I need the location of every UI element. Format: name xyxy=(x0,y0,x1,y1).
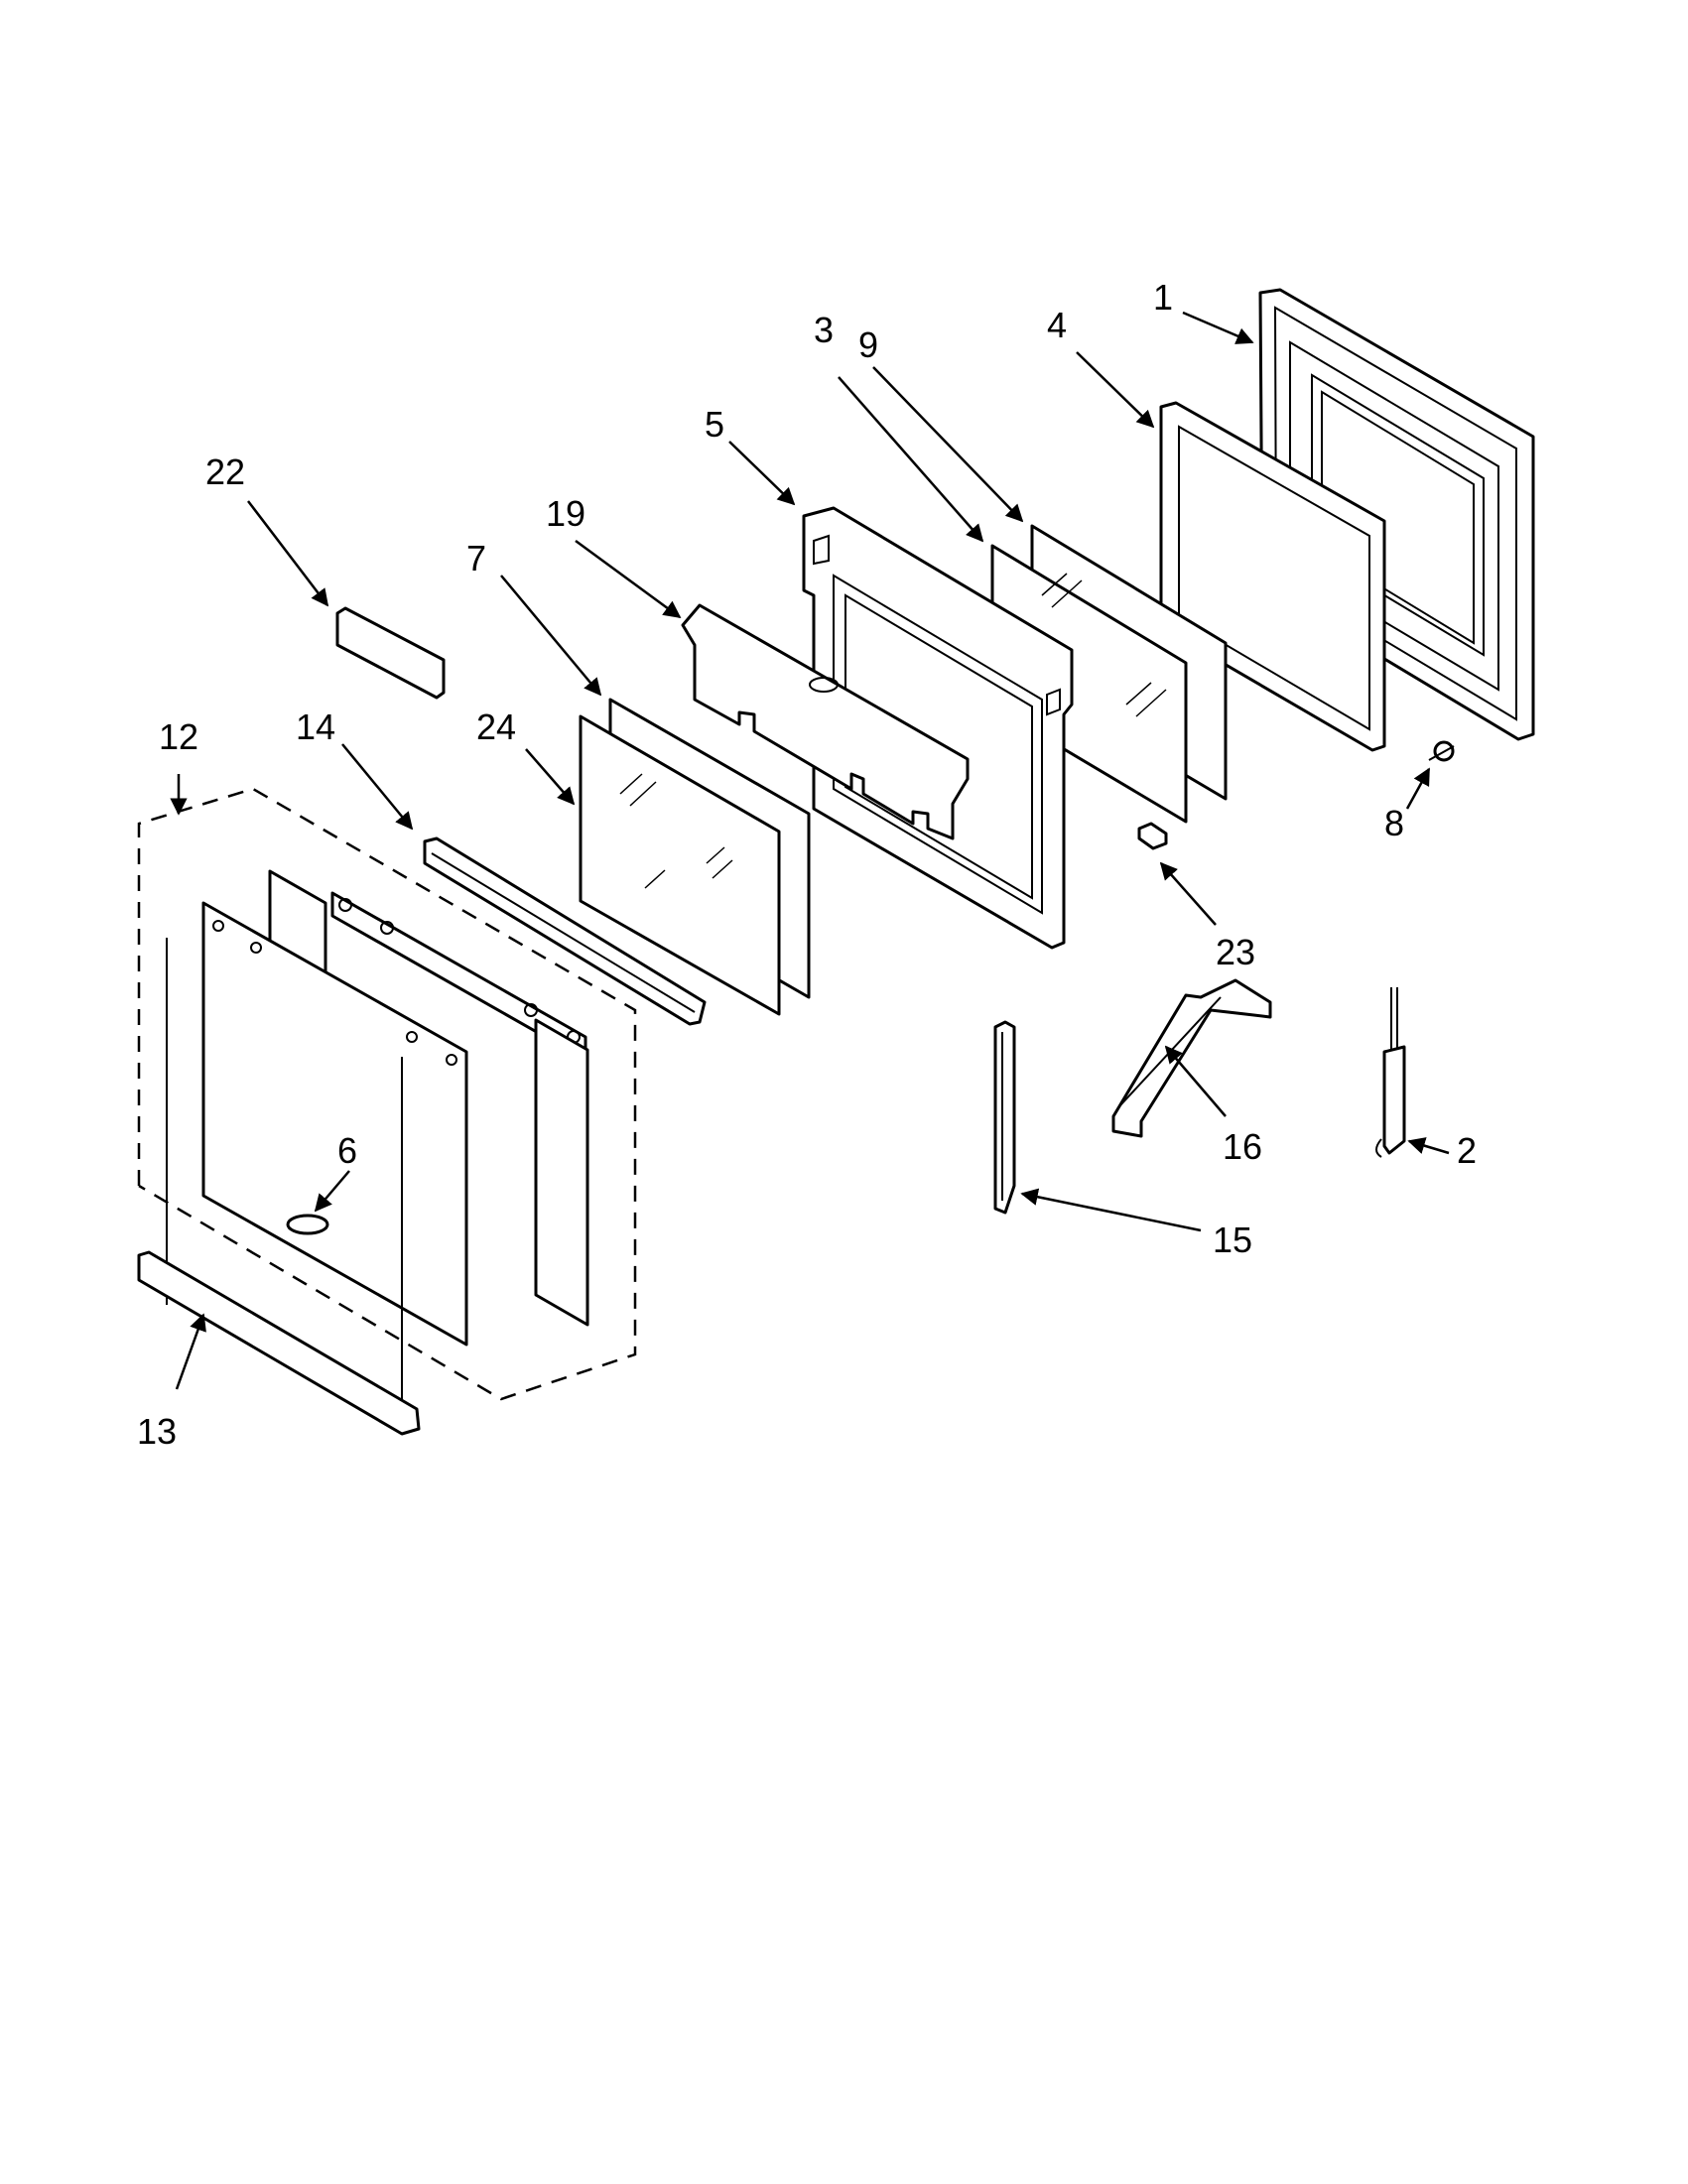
heat-shield-baffle xyxy=(681,603,970,840)
screw xyxy=(1428,740,1455,762)
hinge-bracket xyxy=(993,1020,1016,1215)
callout-2: 2 xyxy=(1457,1130,1477,1171)
hinge xyxy=(1375,987,1406,1158)
callout-1: 1 xyxy=(1153,277,1173,318)
callout-6: 6 xyxy=(337,1130,357,1171)
callout-24: 24 xyxy=(476,707,516,747)
glass-pane-front xyxy=(579,714,781,1016)
callout-5: 5 xyxy=(705,404,724,445)
callout-3: 3 xyxy=(814,310,834,350)
callout-8: 8 xyxy=(1384,803,1404,843)
callout-13: 13 xyxy=(137,1411,177,1452)
clip xyxy=(1137,822,1168,850)
callout-7: 7 xyxy=(466,538,486,578)
door-badge xyxy=(166,901,468,1414)
leader-lines xyxy=(170,311,1450,1390)
callout-19: 19 xyxy=(546,493,585,534)
inner-door-liner xyxy=(802,506,1074,950)
callout-16: 16 xyxy=(1223,1126,1262,1167)
callout-labels: 1 2 3 4 5 6 7 8 9 12 13 14 15 16 19 22 2… xyxy=(137,277,1477,1452)
outer-door-panel-assembly xyxy=(137,787,637,1401)
callout-9: 9 xyxy=(858,324,878,365)
callout-14: 14 xyxy=(296,707,335,747)
door-handle xyxy=(137,1250,421,1436)
callout-4: 4 xyxy=(1047,305,1067,345)
callout-12: 12 xyxy=(159,716,198,757)
callout-15: 15 xyxy=(1213,1220,1252,1260)
hinge-channel xyxy=(423,836,707,1026)
small-bracket xyxy=(335,606,446,700)
door-hinge-support xyxy=(1111,978,1272,1138)
callout-23: 23 xyxy=(1216,932,1255,972)
callout-22: 22 xyxy=(205,451,245,492)
